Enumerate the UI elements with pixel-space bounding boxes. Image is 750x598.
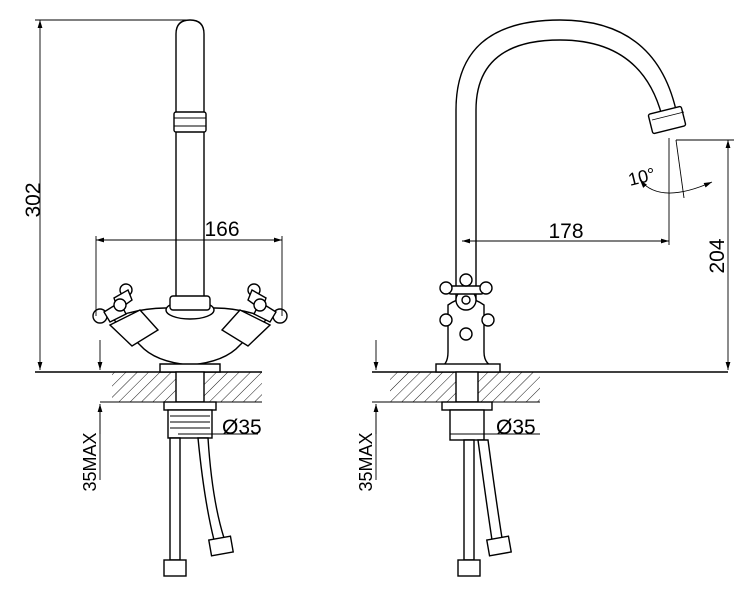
right-hose-nut-1 <box>457 559 481 577</box>
left-hose-nut-1 <box>163 559 187 577</box>
left-spout-tube <box>175 19 205 301</box>
dim-diameter-right-label: Ø35 <box>496 416 536 439</box>
right-aerator <box>647 105 687 135</box>
dim-max-thickness-left-label: 35MAX <box>80 432 100 491</box>
left-spout-ring <box>173 111 207 133</box>
dim-handle-span-label: 166 <box>204 218 239 241</box>
dim-spout-angle-label: 10° <box>626 164 657 190</box>
dim-spout-height-label: 204 <box>706 238 729 273</box>
left-spout-base <box>169 295 211 311</box>
right-gooseneck-spout <box>455 19 677 301</box>
dim-total-height-label: 302 <box>22 182 45 217</box>
left-threaded-stud <box>167 409 213 439</box>
left-mounting-nut <box>163 401 217 411</box>
left-valve-handle-right <box>220 283 288 347</box>
right-base-flange <box>435 363 501 373</box>
right-hose-nut-2 <box>485 535 513 557</box>
left-valve-handle-left <box>92 283 160 347</box>
right-mounting-nut <box>441 401 493 411</box>
left-shank <box>175 371 205 403</box>
left-hose-2 <box>197 437 225 541</box>
left-hose-1 <box>169 437 181 561</box>
dim-arc-spout-angle <box>639 179 713 194</box>
right-valve-handles <box>439 273 495 341</box>
dim-spout-reach-label: 178 <box>548 220 583 243</box>
right-threaded-stud <box>449 409 485 441</box>
right-hose-2 <box>477 439 503 541</box>
right-hose-1 <box>463 439 475 561</box>
dim-diameter-left-label: Ø35 <box>222 416 262 439</box>
left-faucet-view: 302 166 35MAX Ø35 <box>22 19 288 577</box>
dim-max-thickness-right-label: 35MAX <box>356 432 376 491</box>
left-base-flange <box>159 363 221 373</box>
left-hose-nut-2 <box>207 535 235 557</box>
right-faucet-view: 178 204 10° 35MAX Ø35 <box>356 19 734 577</box>
right-shank <box>455 371 479 403</box>
